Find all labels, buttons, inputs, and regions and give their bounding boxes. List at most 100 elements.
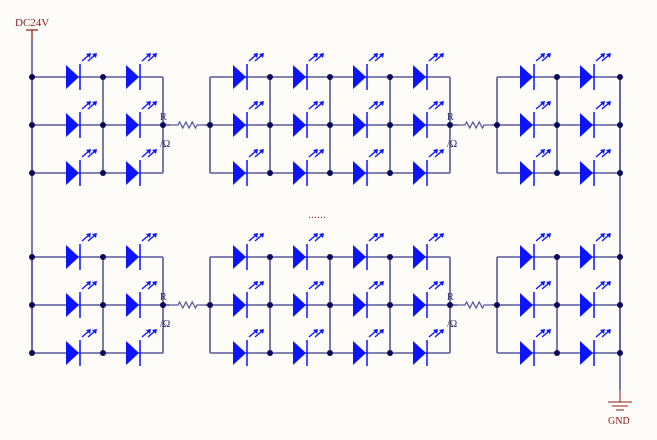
light-arrow-icon — [141, 234, 150, 242]
arrow-head-icon — [86, 101, 91, 106]
led — [66, 329, 97, 366]
arrow-head-icon — [253, 53, 258, 58]
led-triangle-icon — [520, 113, 533, 137]
light-arrow-icon — [434, 102, 443, 110]
junction-node — [554, 302, 560, 308]
light-arrow-icon — [248, 234, 257, 242]
light-arrow-icon — [595, 282, 604, 290]
led — [126, 329, 157, 366]
led-triangle-icon — [126, 113, 139, 137]
arrow-head-icon — [546, 329, 551, 334]
led-triangle-icon — [233, 65, 246, 89]
light-arrow-icon — [81, 150, 90, 158]
light-arrow-icon — [254, 102, 263, 110]
light-arrow-icon — [535, 102, 544, 110]
led-triangle-icon — [66, 341, 79, 365]
light-arrow-icon — [254, 282, 263, 290]
arrow-head-icon — [146, 53, 151, 58]
led-triangle-icon — [520, 293, 533, 317]
light-arrow-icon — [595, 102, 604, 110]
arrow-head-icon — [86, 53, 91, 58]
arrow-head-icon — [379, 233, 384, 238]
light-arrow-icon — [595, 234, 604, 242]
junction-node — [387, 170, 393, 176]
light-arrow-icon — [541, 234, 550, 242]
arrow-head-icon — [319, 149, 324, 154]
led — [580, 233, 611, 270]
led — [413, 149, 444, 186]
resistor-label: R — [160, 292, 167, 303]
arrow-head-icon — [92, 233, 97, 238]
light-arrow-icon — [254, 150, 263, 158]
arrow-head-icon — [439, 53, 444, 58]
arrow-head-icon — [86, 233, 91, 238]
light-arrow-icon — [434, 234, 443, 242]
led — [520, 281, 551, 318]
light-arrow-icon — [141, 330, 150, 338]
arrow-head-icon — [259, 149, 264, 154]
arrow-head-icon — [152, 149, 157, 154]
resistor: R/Ω — [160, 112, 205, 150]
junction-node — [100, 122, 106, 128]
led-triangle-icon — [293, 161, 306, 185]
light-arrow-icon — [368, 102, 377, 110]
junction-node — [387, 122, 393, 128]
led — [66, 53, 97, 90]
arrow-head-icon — [259, 329, 264, 334]
led — [520, 53, 551, 90]
light-arrow-icon — [308, 234, 317, 242]
led — [353, 281, 384, 318]
arrow-head-icon — [146, 329, 151, 334]
junction-node — [267, 122, 273, 128]
junction-node — [29, 350, 35, 356]
led — [233, 233, 264, 270]
arrow-head-icon — [86, 329, 91, 334]
arrow-head-icon — [379, 53, 384, 58]
arrow-head-icon — [600, 281, 605, 286]
arrow-head-icon — [92, 281, 97, 286]
led — [293, 233, 324, 270]
arrow-head-icon — [259, 53, 264, 58]
led-triangle-icon — [66, 161, 79, 185]
junction-node — [267, 170, 273, 176]
resistor: R/Ω — [447, 292, 492, 330]
light-arrow-icon — [147, 54, 156, 62]
junction-node — [554, 254, 560, 260]
arrow-head-icon — [373, 281, 378, 286]
led-triangle-icon — [353, 161, 366, 185]
arrow-head-icon — [313, 149, 318, 154]
light-arrow-icon — [434, 282, 443, 290]
arrow-head-icon — [606, 233, 611, 238]
wires — [31, 40, 621, 390]
light-arrow-icon — [368, 234, 377, 242]
arrow-head-icon — [259, 281, 264, 286]
led — [353, 53, 384, 90]
junction-node — [267, 302, 273, 308]
led-triangle-icon — [580, 245, 593, 269]
arrow-head-icon — [313, 233, 318, 238]
led-triangle-icon — [413, 161, 426, 185]
arrow-head-icon — [373, 149, 378, 154]
junction-node — [327, 74, 333, 80]
led-triangle-icon — [293, 245, 306, 269]
light-arrow-icon — [374, 330, 383, 338]
light-arrow-icon — [601, 102, 610, 110]
light-arrow-icon — [314, 234, 323, 242]
junction-node — [29, 302, 35, 308]
junction-node — [267, 74, 273, 80]
arrow-head-icon — [313, 281, 318, 286]
arrow-head-icon — [439, 101, 444, 106]
light-arrow-icon — [81, 102, 90, 110]
led — [520, 149, 551, 186]
led-triangle-icon — [520, 245, 533, 269]
light-arrow-icon — [87, 102, 96, 110]
arrow-head-icon — [319, 101, 324, 106]
junction-node — [100, 254, 106, 260]
arrow-head-icon — [373, 101, 378, 106]
light-arrow-icon — [368, 150, 377, 158]
light-arrow-icon — [314, 150, 323, 158]
led-triangle-icon — [233, 113, 246, 137]
led-triangle-icon — [233, 245, 246, 269]
light-arrow-icon — [541, 150, 550, 158]
